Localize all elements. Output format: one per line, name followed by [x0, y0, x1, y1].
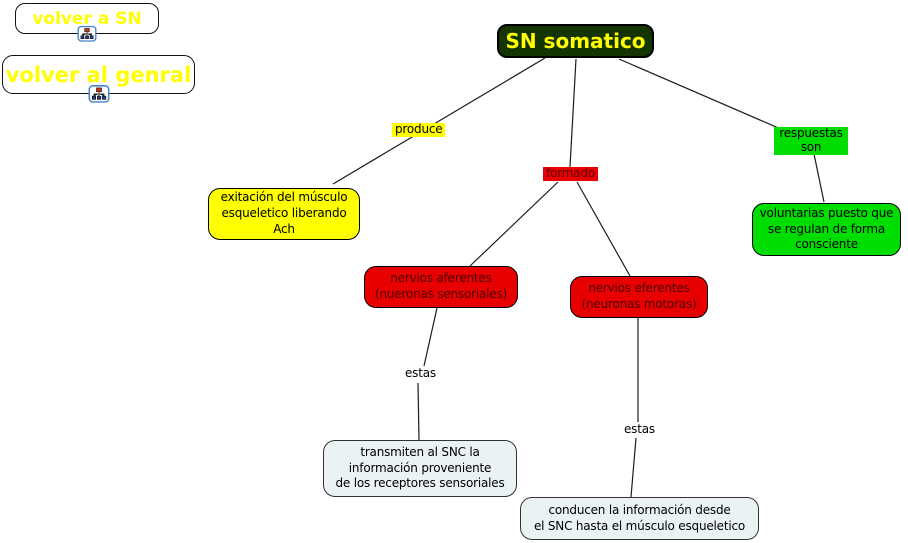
connector-line — [576, 181, 631, 277]
link-phrase-formado[interactable]: formado — [543, 166, 598, 181]
concept-node-nervios-aferentes[interactable]: nervios aferentes (nueronas sensoriales) — [364, 266, 518, 308]
concept-node-voluntarias[interactable]: voluntarias puesto que se regulan de for… — [752, 203, 901, 256]
connector-line — [469, 181, 559, 267]
connector-line — [569, 58, 577, 168]
concept-node-excitacion[interactable]: exitación del músculo esqueletico libera… — [208, 188, 360, 240]
connector-line — [417, 382, 420, 441]
volver-a-sn-button[interactable]: volver a SN — [15, 3, 159, 42]
concept-node-transmiten[interactable]: transmiten al SNC la información proveni… — [323, 440, 517, 497]
concept-node-sn-somatico[interactable]: SN somatico — [497, 24, 654, 58]
volver-al-general-button[interactable]: volver al genral — [2, 55, 195, 103]
cmap-link-icon[interactable] — [87, 85, 110, 103]
cmap-link-icon[interactable] — [77, 25, 97, 42]
connector-line — [630, 437, 637, 498]
link-phrase-produce[interactable]: produce — [392, 122, 446, 137]
connector-line — [618, 58, 791, 134]
connector-line — [423, 307, 438, 367]
link-phrase-estas-right[interactable]: estas — [621, 422, 658, 437]
concept-node-conducen[interactable]: conducen la información desde el SNC has… — [520, 497, 759, 540]
connector-line — [332, 57, 546, 185]
volver-al-general-label: volver al genral — [5, 62, 192, 87]
volver-a-sn-label: volver a SN — [32, 8, 142, 29]
concept-node-nervios-eferentes[interactable]: nervios eferentes (neuronas motoras) — [570, 276, 708, 318]
link-phrase-respuestas-son[interactable]: respuestas son — [774, 126, 848, 155]
connector-line — [813, 153, 825, 203]
link-phrase-estas-left[interactable]: estas — [402, 366, 439, 381]
